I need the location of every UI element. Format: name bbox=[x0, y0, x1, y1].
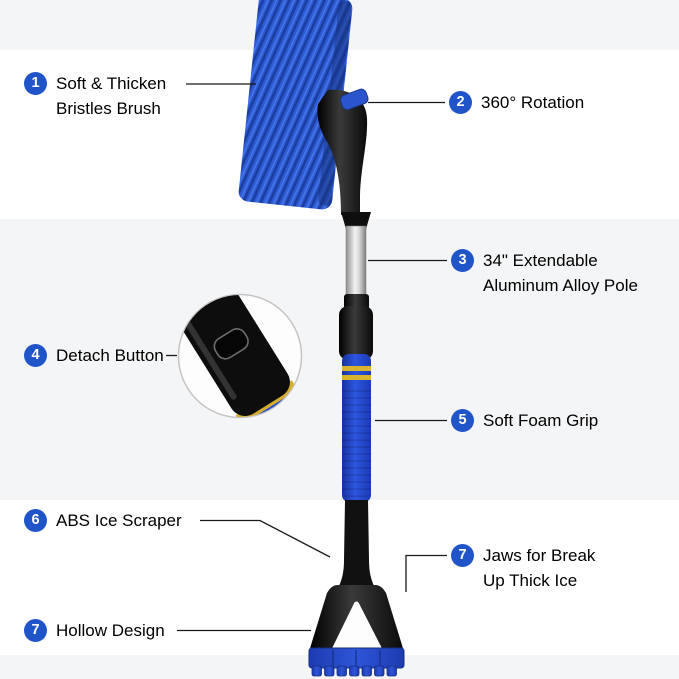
callout-6-badge: 6 bbox=[24, 509, 47, 532]
callout-8-label: Hollow Design bbox=[56, 621, 165, 640]
callout-4-badge: 4 bbox=[24, 344, 47, 367]
callout-bristles-brush: 1 Soft & Thicken Bristles Brush bbox=[24, 72, 186, 121]
callout-4-label: Detach Button bbox=[56, 346, 164, 365]
pole-collar bbox=[339, 294, 373, 360]
background-band bbox=[0, 219, 679, 500]
scraper-neck bbox=[338, 500, 375, 588]
callout-7-label: Jaws for Break Up Thick Ice bbox=[483, 546, 596, 590]
leader-lines bbox=[166, 83, 447, 632]
callout-ice-scraper: 6 ABS Ice Scraper bbox=[24, 509, 182, 533]
callout-6-label: ABS Ice Scraper bbox=[56, 511, 182, 530]
scraper-blade bbox=[308, 647, 405, 677]
callout-foam-grip: 5 Soft Foam Grip bbox=[451, 409, 598, 433]
callout-pole: 3 34" Extendable Aluminum Alloy Pole bbox=[451, 249, 661, 298]
rotation-connector bbox=[340, 88, 369, 111]
callout-rotation: 2 360° Rotation bbox=[449, 91, 584, 115]
grip-stripe bbox=[342, 375, 371, 380]
detach-button bbox=[213, 328, 249, 360]
callout-detach-button: 4 Detach Button bbox=[24, 344, 164, 368]
leader-jaws bbox=[405, 554, 447, 592]
grip-stripe bbox=[342, 366, 371, 371]
aluminum-pole bbox=[345, 225, 367, 301]
brush-handle bbox=[317, 89, 368, 215]
leader-abs-scraper bbox=[200, 519, 331, 558]
pole-coupler bbox=[341, 212, 371, 229]
callout-2-badge: 2 bbox=[449, 91, 472, 114]
callout-1-badge: 1 bbox=[24, 72, 47, 95]
detach-button-inset bbox=[177, 293, 303, 419]
callout-3-badge: 3 bbox=[451, 249, 474, 272]
callout-1-label: Soft & Thicken Bristles Brush bbox=[56, 74, 167, 118]
callout-5-label: Soft Foam Grip bbox=[483, 411, 599, 430]
callout-3-label: 34" Extendable Aluminum Alloy Pole bbox=[483, 251, 638, 295]
foam-grip bbox=[342, 354, 371, 502]
callout-2-label: 360° Rotation bbox=[481, 93, 585, 112]
blade-jaw-teeth bbox=[311, 665, 397, 677]
callout-hollow-design: 7 Hollow Design bbox=[24, 619, 165, 643]
callout-7-badge: 7 bbox=[451, 544, 474, 567]
callout-jaws: 7 Jaws for Break Up Thick Ice bbox=[451, 544, 613, 593]
callout-5-badge: 5 bbox=[451, 409, 474, 432]
callout-8-badge: 7 bbox=[24, 619, 47, 642]
